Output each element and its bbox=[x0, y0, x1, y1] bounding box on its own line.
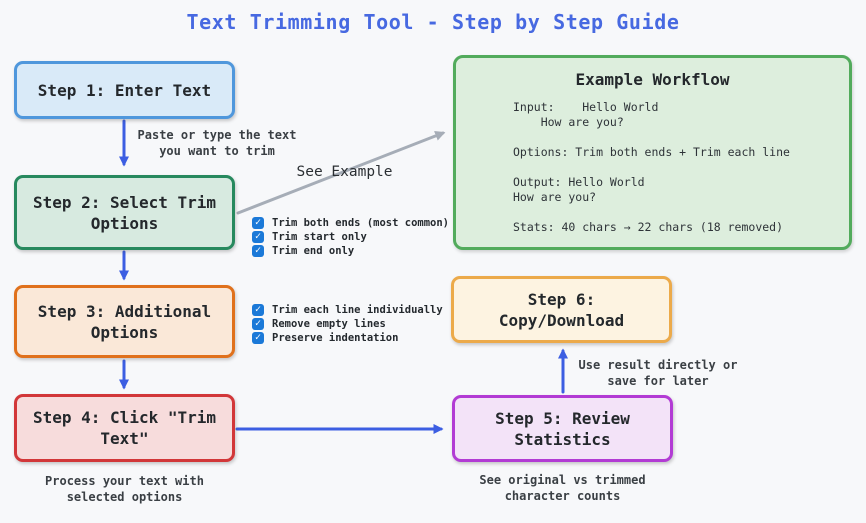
step3-node: Step 3: Additional Options bbox=[14, 285, 235, 358]
annotation-review-stats: See original vs trimmed character counts bbox=[479, 473, 646, 503]
page-title: Text Trimming Tool - Step by Step Guide bbox=[186, 10, 680, 34]
checkbox-label: Trim start only bbox=[272, 231, 367, 243]
checkbox-checked-icon[interactable]: ✓ bbox=[252, 217, 264, 229]
trim-options-checkbox-group: ✓ Trim both ends (most common) ✓ Trim st… bbox=[252, 217, 449, 257]
step1-label: Step 1: Enter Text bbox=[37, 80, 212, 100]
checkbox-checked-icon[interactable]: ✓ bbox=[252, 332, 264, 344]
step5-node: Step 5: Review Statistics bbox=[452, 395, 673, 462]
annotation-process-text: Process your text with selected options bbox=[45, 474, 204, 504]
checkbox-checked-icon[interactable]: ✓ bbox=[252, 231, 264, 243]
step6-label: Step 6: Copy/Download bbox=[498, 289, 625, 330]
step5-label: Step 5: Review Statistics bbox=[495, 408, 630, 449]
checkbox-trim-end-only[interactable]: ✓ Trim end only bbox=[252, 245, 449, 257]
checkbox-label: Preserve indentation bbox=[272, 332, 399, 344]
example-workflow-panel: Example Workflow Input: Hello World How … bbox=[453, 55, 852, 250]
checkbox-checked-icon[interactable]: ✓ bbox=[252, 318, 264, 330]
checkbox-trim-start-only[interactable]: ✓ Trim start only bbox=[252, 231, 449, 243]
step6-node: Step 6: Copy/Download bbox=[451, 276, 672, 343]
checkbox-label: Trim end only bbox=[272, 245, 355, 257]
step4-node: Step 4: Click "Trim Text" bbox=[14, 394, 235, 462]
example-workflow-title: Example Workflow bbox=[575, 70, 730, 89]
checkbox-trim-each-line[interactable]: ✓ Trim each line individually bbox=[252, 304, 443, 316]
step1-node: Step 1: Enter Text bbox=[14, 61, 235, 119]
step3-label: Step 3: Additional Options bbox=[37, 301, 212, 342]
step2-node: Step 2: Select Trim Options bbox=[14, 175, 235, 250]
annotation-paste-text: Paste or type the text you want to trim bbox=[137, 128, 297, 158]
checkbox-checked-icon[interactable]: ✓ bbox=[252, 245, 264, 257]
checkbox-preserve-indentation[interactable]: ✓ Preserve indentation bbox=[252, 332, 443, 344]
step2-label: Step 2: Select Trim Options bbox=[32, 192, 217, 233]
checkbox-label: Trim both ends (most common) bbox=[272, 217, 450, 229]
checkbox-remove-empty-lines[interactable]: ✓ Remove empty lines bbox=[252, 318, 443, 330]
annotation-see-example: See Example bbox=[296, 164, 393, 180]
checkbox-label: Trim each line individually bbox=[272, 304, 443, 316]
checkbox-checked-icon[interactable]: ✓ bbox=[252, 304, 264, 316]
step4-label: Step 4: Click "Trim Text" bbox=[32, 408, 217, 448]
example-workflow-body: Input: Hello World How are you? Options:… bbox=[513, 100, 790, 234]
checkbox-trim-both-ends[interactable]: ✓ Trim both ends (most common) bbox=[252, 217, 449, 229]
checkbox-label: Remove empty lines bbox=[272, 318, 386, 330]
additional-options-checkbox-group: ✓ Trim each line individually ✓ Remove e… bbox=[252, 304, 443, 344]
annotation-use-result: Use result directly or save for later bbox=[578, 358, 738, 388]
